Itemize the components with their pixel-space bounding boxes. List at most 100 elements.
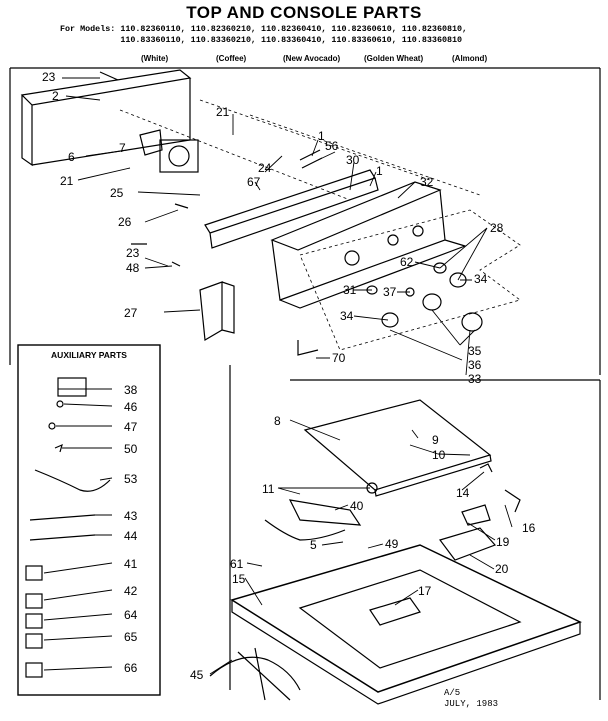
wires-40	[264, 519, 346, 541]
part-label-19: 19	[496, 535, 510, 549]
aux-part-50	[54, 443, 63, 453]
part-label-64: 64	[124, 608, 138, 622]
part-label-28: 28	[490, 221, 504, 235]
switch-20	[439, 527, 497, 561]
leader-lines-9	[277, 419, 471, 495]
part-label-37: 37	[383, 285, 397, 299]
part-label-20: 20	[495, 562, 509, 576]
knob-35	[461, 312, 483, 332]
part-label-40: 40	[350, 499, 364, 513]
clip-14	[479, 463, 493, 473]
console-panel-hole-3	[412, 225, 424, 237]
leader-lines-1	[62, 77, 234, 181]
color-white: (White)	[141, 54, 169, 63]
aux-part-65	[25, 633, 43, 649]
console-panel-hole-1	[344, 250, 360, 266]
leader-lines-3	[137, 155, 283, 223]
part-label-24: 24	[258, 161, 272, 175]
part-label-36: 36	[468, 358, 482, 372]
part-label-27: 27	[124, 306, 138, 320]
console-panel-face	[271, 189, 446, 301]
knob-62	[433, 262, 447, 274]
part-label-61: 61	[230, 557, 244, 571]
leader-lines-8	[43, 514, 113, 671]
footer: A/5 JULY, 1983	[444, 688, 498, 710]
part-label-16: 16	[522, 521, 536, 535]
wire-harness-45	[209, 647, 301, 701]
part-label-46: 46	[124, 400, 138, 414]
part-label-34: 34	[474, 272, 488, 286]
model-list: For Models: 110.82360110, 110.82360210, …	[60, 24, 467, 45]
part-label-25: 25	[110, 186, 124, 200]
aux-part-46	[56, 400, 64, 408]
part-label-35: 35	[468, 344, 482, 358]
aux-part-64	[25, 613, 43, 629]
part-label-70: 70	[332, 351, 346, 365]
leader-lines-6	[353, 309, 476, 376]
models-line-2: 110.83360110, 110.83360210, 110.83360410…	[120, 34, 463, 45]
auxiliary-parts-box	[17, 344, 161, 696]
screws	[99, 71, 189, 267]
timer-body	[159, 139, 199, 173]
part-label-31: 31	[343, 283, 357, 297]
part-label-7: 7	[119, 141, 126, 155]
lid-switch-17	[369, 597, 421, 626]
part-label-10: 10	[432, 448, 446, 462]
part-label-9: 9	[432, 433, 439, 447]
aux-part-38	[57, 377, 87, 397]
models-line-1: 110.82360110, 110.82360210, 110.82360410…	[120, 24, 468, 34]
part-label-21b: 21	[60, 174, 74, 188]
aux-part-47	[48, 422, 56, 430]
aux-part-41	[25, 565, 43, 581]
part-label-38: 38	[124, 383, 138, 397]
part-label-1b: 1	[376, 164, 383, 178]
part-label-32: 32	[420, 175, 434, 189]
aux-part-42	[25, 593, 43, 609]
console-panel-top	[270, 181, 442, 251]
models-prefix: For Models:	[60, 24, 116, 34]
aux-part-43	[29, 514, 96, 521]
part-label-23: 23	[42, 70, 56, 84]
console-panel-hole-2	[387, 234, 399, 246]
color-coffee: (Coffee)	[216, 54, 247, 63]
part-label-53: 53	[124, 472, 138, 486]
part-label-34b: 34	[340, 309, 354, 323]
footer-code: A/5	[444, 688, 461, 698]
timer-knob-shaft	[168, 145, 190, 167]
part-label-15: 15	[232, 572, 246, 586]
part-label-14: 14	[456, 486, 470, 500]
part-label-6: 6	[68, 150, 75, 164]
console-back-panel	[20, 69, 192, 167]
color-new-avocado: (New Avocado)	[283, 54, 341, 63]
color-golden-wheat: (Golden Wheat)	[364, 54, 424, 63]
lever-16	[504, 489, 521, 513]
aux-part-66	[25, 662, 43, 678]
part-label-44: 44	[124, 529, 138, 543]
leader-lines-5	[144, 257, 410, 313]
knob-group-outline	[299, 209, 521, 351]
leader-lines-4	[414, 227, 488, 281]
part-label-56: 56	[325, 139, 339, 153]
auxiliary-parts-title: AUXILIARY PARTS	[51, 350, 127, 360]
part-label-23b: 23	[126, 246, 140, 260]
switch-19	[461, 504, 491, 526]
washer-top-side	[231, 600, 581, 705]
bracket-7	[139, 129, 163, 156]
part-label-21: 21	[216, 105, 230, 119]
part-label-47: 47	[124, 420, 138, 434]
part-label-11: 11	[262, 482, 275, 496]
aux-part-44	[29, 534, 96, 541]
bracket-70	[297, 340, 319, 356]
part-label-26: 26	[118, 215, 132, 229]
part-label-33: 33	[468, 372, 482, 386]
footer-date: JULY, 1983	[444, 699, 499, 709]
part-label-67: 67	[247, 175, 261, 189]
top-cover-8-edge	[374, 454, 492, 497]
knob-36	[422, 293, 442, 311]
knob-34b	[381, 312, 399, 328]
washer-lid-opening	[298, 569, 522, 669]
part-label-30: 30	[346, 153, 360, 167]
part-label-45: 45	[190, 668, 204, 682]
part-label-66: 66	[124, 661, 138, 675]
